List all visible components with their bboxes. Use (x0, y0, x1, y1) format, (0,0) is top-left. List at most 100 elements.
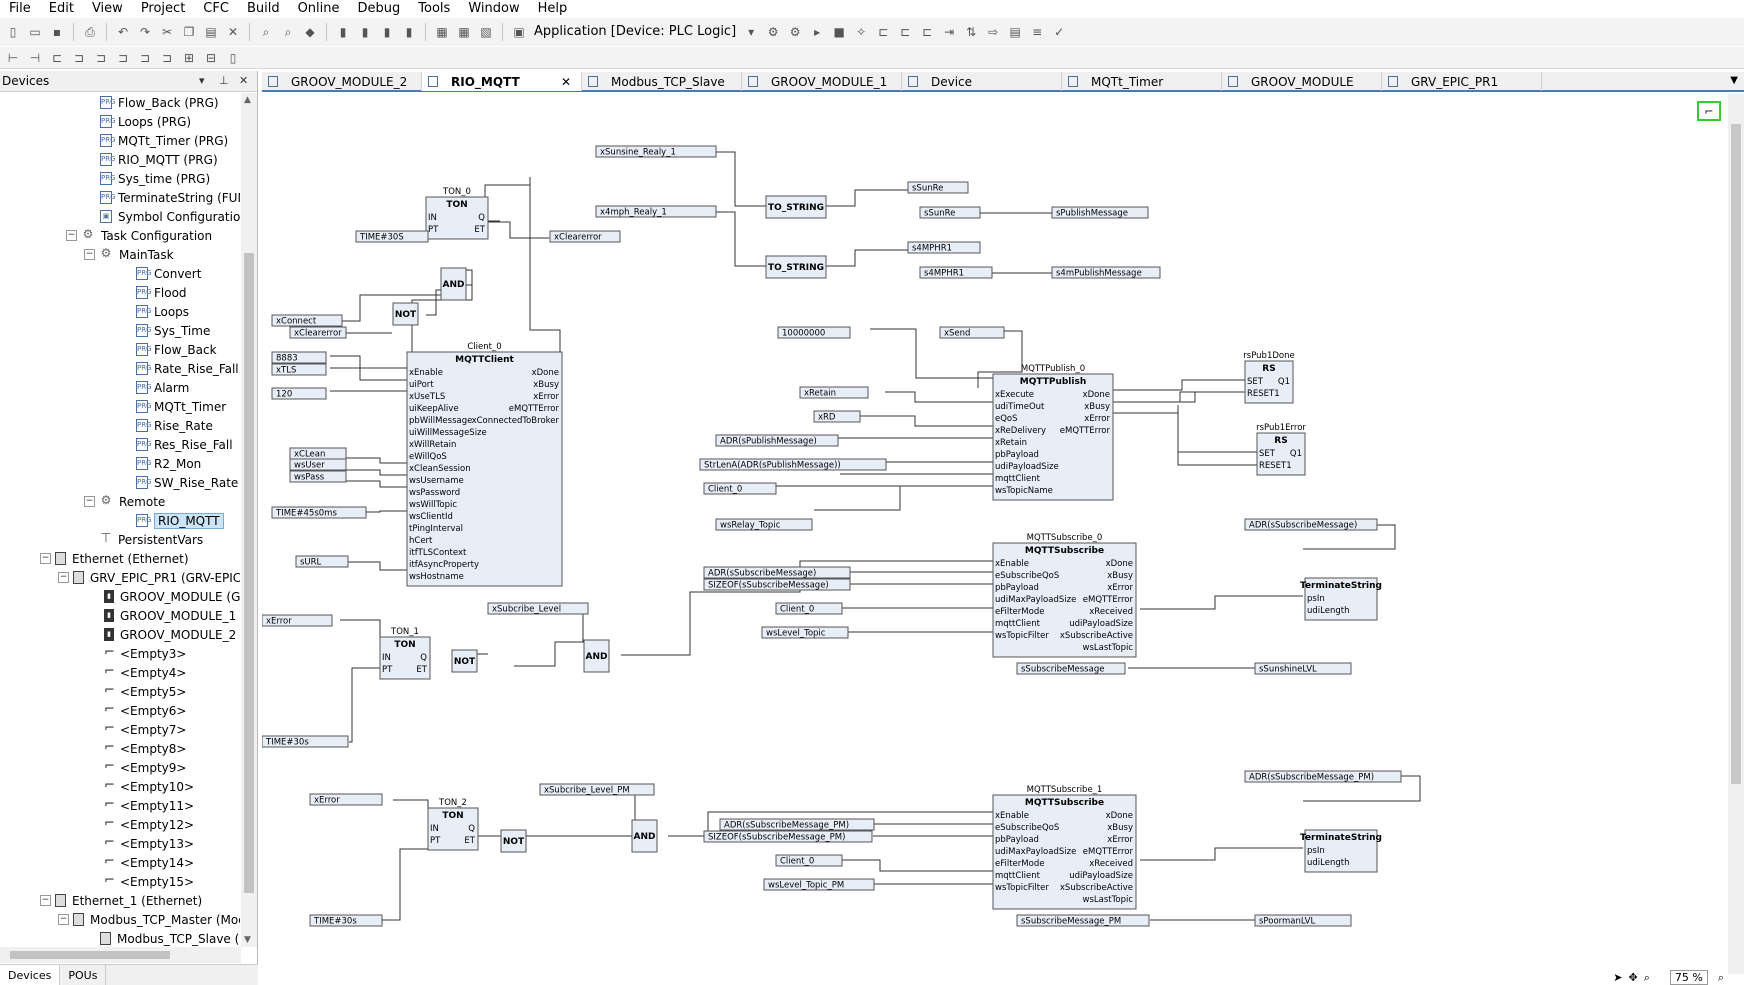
and-block[interactable] (631, 819, 658, 853)
variable-box[interactable] (1254, 662, 1352, 675)
variable-box[interactable] (715, 434, 839, 447)
tree-item[interactable]: ⌐<Empty11> (104, 796, 194, 815)
ton1-block[interactable] (379, 636, 431, 680)
logout-icon[interactable]: ⚙ (789, 25, 801, 39)
mqtt-publish-block[interactable] (992, 373, 1114, 501)
tree-horizontal-scrollbar[interactable] (0, 947, 241, 963)
close-icon[interactable]: ✕ (239, 74, 249, 87)
bookmark-clear-icon[interactable]: ▮ (405, 25, 413, 39)
run-icon[interactable]: ▸ (814, 25, 821, 39)
variable-box[interactable] (719, 818, 875, 831)
generate-icon[interactable]: ▧ (480, 25, 492, 39)
menu-edit[interactable]: Edit (48, 1, 74, 16)
variable-box[interactable] (271, 387, 327, 400)
print-icon[interactable]: ⎙ (85, 24, 95, 39)
mqtt-client-block[interactable] (406, 351, 563, 587)
terminate-string-block[interactable] (1304, 577, 1378, 621)
variable-box[interactable] (289, 470, 347, 483)
editor-tab[interactable]: MQTt_Timer (1062, 72, 1222, 91)
tab-pous[interactable]: POUs (60, 965, 107, 985)
reset-icon[interactable]: ✧ (856, 25, 867, 39)
editor-tab[interactable]: GROOV_MODULE_2 (262, 72, 422, 91)
variable-box[interactable] (262, 614, 333, 627)
cfc-box-icon[interactable]: ⊏ (51, 50, 63, 65)
scroll-thumb[interactable] (244, 253, 254, 893)
cfc-diagram[interactable]: xSunsine_Realy_1x4mph_Realy_1sSunResSunR… (262, 94, 1728, 974)
tree-item[interactable]: ▮GROOV_MODULE_2 (GR (104, 625, 240, 644)
tree-item[interactable]: ⌐<Empty7> (104, 720, 186, 739)
build-icon[interactable]: ▦ (436, 25, 448, 39)
find-icon[interactable]: ⌕ (262, 24, 270, 39)
cfc-connection-mark-icon[interactable]: ⊟ (205, 50, 217, 65)
variable-box[interactable] (355, 230, 429, 243)
editor-tab[interactable]: GROOV_MODULE_1 (742, 72, 902, 91)
cfc-composer-icon[interactable]: ⊐ (139, 50, 151, 65)
copy-icon[interactable]: ❐ (183, 25, 195, 39)
tab-devices[interactable]: Devices (0, 965, 61, 985)
variable-box[interactable] (703, 830, 873, 843)
cfc-order-icon[interactable]: ▯ (229, 50, 237, 65)
redo-icon[interactable]: ↷ (139, 25, 151, 39)
variable-box[interactable] (939, 326, 1005, 339)
variable-box[interactable] (775, 602, 843, 615)
variable-box[interactable] (813, 410, 861, 423)
variable-box[interactable] (919, 266, 993, 279)
tree-item[interactable]: ⌐<Empty8> (104, 739, 186, 758)
cfc-return-icon[interactable]: ⊐ (117, 50, 129, 65)
menu-cfc[interactable]: CFC (203, 1, 229, 16)
variable-box[interactable] (799, 386, 869, 399)
stop-icon[interactable]: ■ (833, 25, 845, 39)
tree-vertical-scrollbar[interactable]: ▲ ▼ (241, 93, 257, 947)
bookmark-prev-icon[interactable]: ▮ (383, 25, 391, 39)
variable-box[interactable] (271, 363, 327, 376)
variable-box[interactable] (715, 518, 813, 531)
variable-box[interactable] (699, 458, 887, 471)
menu-view[interactable]: View (91, 1, 123, 16)
write-values-icon[interactable]: ⇨ (988, 25, 999, 39)
scroll-down-icon[interactable]: ▼ (244, 935, 251, 945)
paste-icon[interactable]: ▤ (205, 25, 217, 39)
variable-box[interactable] (595, 145, 717, 158)
variable-box[interactable] (271, 506, 367, 519)
variable-box[interactable] (919, 206, 981, 219)
layout-toggle-icon[interactable]: ⌐ (1697, 101, 1721, 121)
collapse-icon[interactable]: − (40, 553, 51, 564)
editor-tab[interactable]: GROOV_MODULE (1222, 72, 1382, 91)
variable-box[interactable] (775, 854, 843, 867)
cfc-input-icon[interactable]: ⊢ (7, 50, 19, 65)
tree-item[interactable]: ⌐<Empty3> (104, 644, 186, 663)
variable-box[interactable] (295, 555, 349, 568)
tree-item[interactable]: ▣Symbol Configuration (100, 207, 240, 226)
panel-dropdown-icon[interactable]: ▾ (199, 74, 205, 87)
rebuild-icon[interactable]: ▦ (458, 25, 470, 39)
collapse-icon[interactable]: − (40, 895, 51, 906)
cfc-label-icon[interactable]: ⊐ (95, 50, 107, 65)
to-string-block[interactable] (765, 195, 827, 219)
collapse-icon[interactable]: − (66, 230, 77, 241)
zoom-menu-icon[interactable]: ⌕ (1717, 970, 1724, 984)
tree-item[interactable]: −Modbus_TCP_Master (Modbus (58, 910, 240, 929)
canvas-vertical-scrollbar[interactable] (1728, 94, 1744, 974)
collapse-icon[interactable]: − (58, 914, 69, 925)
variable-box[interactable] (703, 482, 777, 495)
cfc-selector-icon[interactable]: ⊐ (161, 50, 173, 65)
variable-box[interactable] (1016, 914, 1150, 927)
scroll-thumb[interactable] (1731, 124, 1741, 784)
step-out-icon[interactable]: ⇥ (944, 25, 955, 39)
flow-control-icon[interactable]: ≡ (1032, 25, 1043, 39)
tree-item[interactable]: −⚙MainTask (84, 245, 174, 264)
breakpoint-icon[interactable]: ⊏ (878, 25, 889, 39)
tree-item[interactable]: −⚙Task Configuration (66, 226, 212, 245)
menu-build[interactable]: Build (246, 1, 280, 16)
ton0-block[interactable] (425, 196, 489, 240)
zoom-level[interactable]: 75 % (1669, 970, 1708, 985)
and-block[interactable] (583, 639, 610, 673)
